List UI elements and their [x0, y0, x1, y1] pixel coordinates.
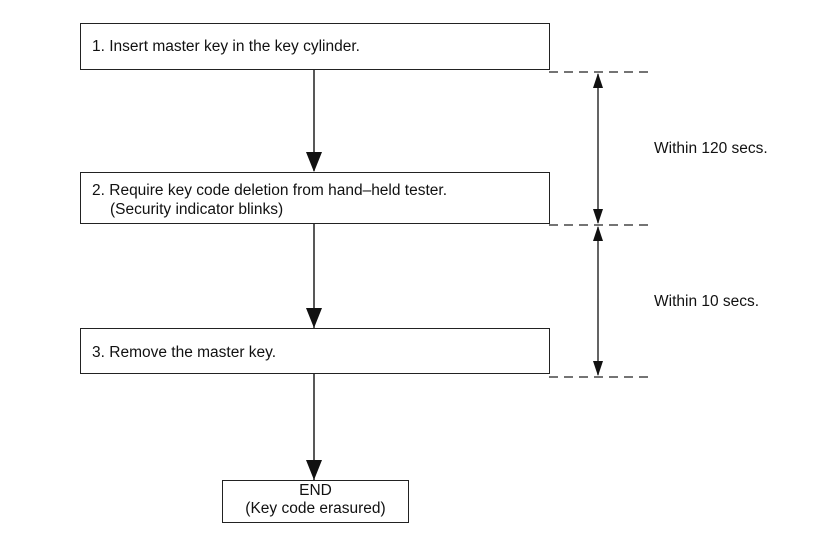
arrowhead-end	[306, 460, 322, 480]
step-3-label: 3. Remove the master key.	[92, 343, 549, 362]
step-2-subtext: (Security indicator blinks)	[110, 201, 284, 218]
step-3-number: 3.	[92, 344, 105, 361]
arrowhead-step2	[306, 152, 322, 172]
timing-label-120s: Within 120 secs.	[654, 140, 768, 157]
step-1-box: 1. Insert master key in the key cylinder…	[80, 23, 550, 70]
step-2-text: Require key code deletion from hand–held…	[109, 182, 448, 199]
end-title: END	[299, 482, 332, 499]
dimension-arrow-top-10s	[593, 226, 603, 241]
step-1-number: 1.	[92, 38, 105, 55]
dimension-arrow-bottom-120s	[593, 209, 603, 224]
step-3-text: Remove the master key.	[109, 344, 277, 361]
step-1-label: 1. Insert master key in the key cylinder…	[92, 37, 549, 56]
timing-label-10s: Within 10 secs.	[654, 293, 760, 310]
dimension-arrow-top-120s	[593, 73, 603, 88]
arrowhead-step3	[306, 308, 322, 328]
step-3-box: 3. Remove the master key.	[80, 328, 550, 374]
step-2-box: 2. Require key code deletion from hand–h…	[80, 172, 550, 224]
step-1-text: Insert master key in the key cylinder.	[109, 38, 360, 55]
step-2-number: 2.	[92, 182, 105, 199]
end-subtitle: (Key code erasured)	[245, 500, 386, 517]
step-2-label: 2. Require key code deletion from hand–h…	[92, 181, 549, 200]
dimension-arrow-bottom-10s	[593, 361, 603, 376]
end-box: END (Key code erasured)	[222, 480, 409, 523]
